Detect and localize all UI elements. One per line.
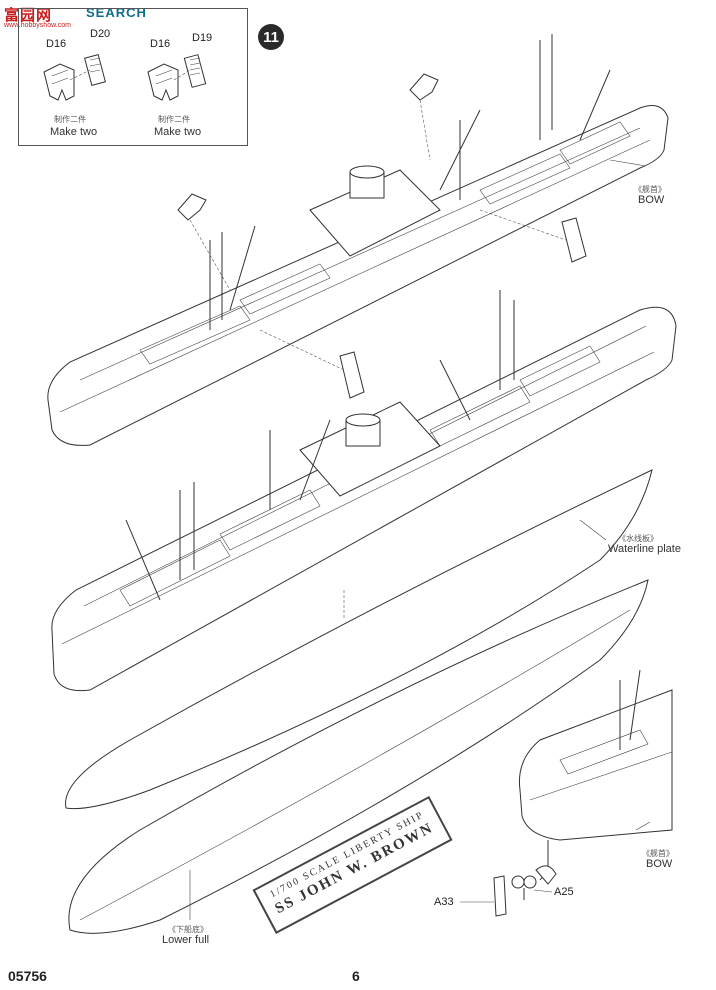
middle-ship-superstructure xyxy=(299,401,441,497)
bow-bottom-label-cn: 《舰首》 xyxy=(642,849,674,858)
waterline-label: Waterline plate xyxy=(608,543,681,555)
inset-left-part-a: D16 xyxy=(46,38,67,50)
inset-left-part-b: D20 xyxy=(90,28,111,40)
bow-closeup-ship xyxy=(518,669,673,885)
lower-hull-label-cn: 《下船底》 xyxy=(168,925,208,934)
bow-bottom-label: BOW xyxy=(646,858,673,870)
waterline-plate-shape xyxy=(65,469,653,810)
inset-right-part-b: D19 xyxy=(192,32,213,44)
part-a25-label: A25 xyxy=(554,886,574,898)
upper-ship-loose-parts xyxy=(177,73,587,399)
lower-hull-shape xyxy=(68,579,649,934)
a25-leader xyxy=(533,889,553,893)
step-number-badge: 11 xyxy=(258,24,284,50)
upper-ship-cargo-hatches xyxy=(139,121,631,365)
upper-ship-masts xyxy=(209,34,611,330)
waterline-label-cn: 《水线板》 xyxy=(618,534,658,543)
upper-ship-superstructure xyxy=(309,165,441,257)
middle-ship-masts xyxy=(125,290,515,601)
inset-right-sketch xyxy=(147,54,207,101)
lower-hull-label: Lower full xyxy=(162,934,210,946)
inset-right-note-en: Make two xyxy=(154,126,202,138)
watermark-logo: 富园网 xyxy=(4,7,53,24)
bow-bottom-arrow xyxy=(635,821,651,831)
inset-right-note-cn: 制作二件 xyxy=(158,115,190,124)
middle-ship-cargo-hatches xyxy=(119,345,601,607)
bow-top-label-cn: 《舰首》 xyxy=(634,185,666,194)
watermark-url: www.hobbyshow.com xyxy=(4,22,71,29)
page-number: 6 xyxy=(352,968,360,984)
bow-part-a25 xyxy=(511,875,537,900)
part-a33-label: A33 xyxy=(434,896,454,908)
inset-left-sketch xyxy=(43,54,106,101)
bow-part-a33 xyxy=(460,875,507,917)
bow-top-label: BOW xyxy=(638,194,665,206)
bow-top-arrow xyxy=(609,159,647,167)
inset-left-note-en: Make two xyxy=(50,126,98,138)
inset-left-note-cn: 制作二件 xyxy=(54,115,86,124)
inset-panel xyxy=(18,8,248,146)
catalog-number: 05756 xyxy=(8,968,47,984)
inset-right-part-a: D16 xyxy=(150,38,171,50)
upper-ship-hull xyxy=(47,105,669,446)
